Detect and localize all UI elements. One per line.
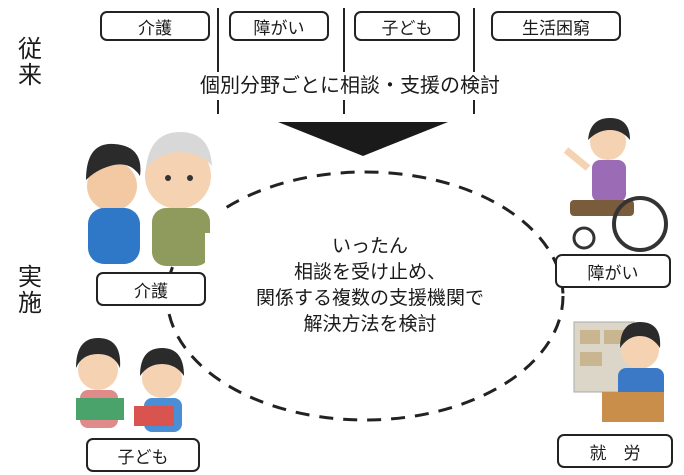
field-divider xyxy=(343,8,345,80)
conventional-caption: 個別分野ごとに相談・支援の検討 xyxy=(140,72,560,98)
field-tag-poverty: 生活困窮 xyxy=(491,11,621,41)
field-divider xyxy=(217,8,219,80)
case-tag-employment: 就 労 xyxy=(557,434,673,468)
field-divider xyxy=(217,100,219,114)
disability-illustration xyxy=(563,118,668,252)
center-line: いったん xyxy=(331,235,408,257)
center-message: いったん 相談を受け止め、 関係する複数の支援機関で 解決方法を検討 xyxy=(205,233,535,337)
conventional-label: 従来 xyxy=(18,35,44,89)
down-arrow xyxy=(278,122,448,156)
case-tag-disability: 障がい xyxy=(555,254,671,288)
implementation-label: 実施 xyxy=(18,263,44,317)
field-tag-disability: 障がい xyxy=(229,11,329,41)
care-illustration xyxy=(62,125,222,266)
employment-illustration xyxy=(573,321,664,422)
field-divider xyxy=(473,100,475,114)
field-divider xyxy=(343,100,345,114)
field-divider xyxy=(473,8,475,80)
children-illustration xyxy=(76,338,184,432)
center-line: 解決方法を検討 xyxy=(303,313,437,335)
field-tag-care: 介護 xyxy=(100,11,210,41)
case-tag-care: 介護 xyxy=(96,272,206,306)
field-tag-children: 子ども xyxy=(354,11,460,41)
center-line: 関係する複数の支援機関で xyxy=(255,287,484,309)
case-tag-children: 子ども xyxy=(86,438,200,472)
center-line: 相談を受け止め、 xyxy=(293,261,446,283)
